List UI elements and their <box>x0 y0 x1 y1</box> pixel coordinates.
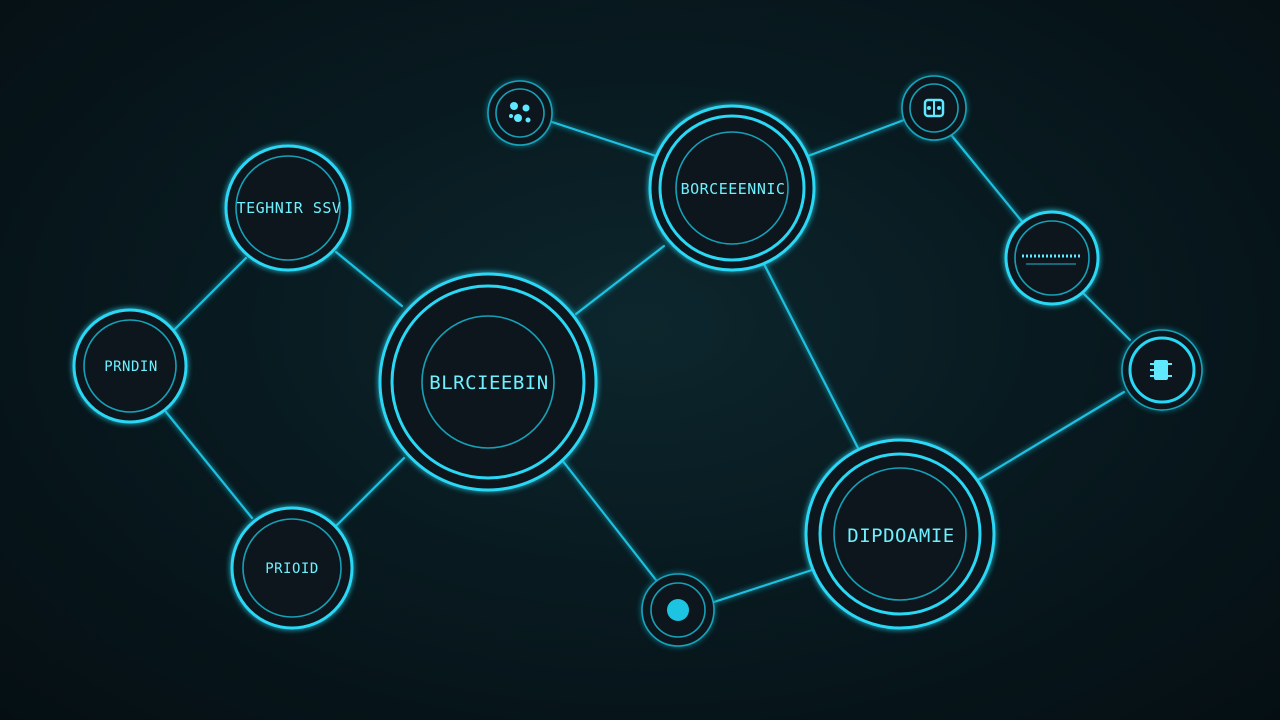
node-center-label: BLRCIEEBIN <box>429 372 548 394</box>
edge-left-topleft <box>170 256 248 334</box>
dot-icon <box>667 599 689 621</box>
node-top-left[interactable]: TEGHNIR SSV <box>224 144 352 272</box>
node-top-left-label: TEGHNIR SSV <box>237 199 342 217</box>
edge-bottomleft-center <box>334 456 406 528</box>
edge-smallright-bottomright <box>976 390 1126 482</box>
node-small-top-right[interactable] <box>901 75 967 141</box>
node-left-label: PRNDIN <box>104 359 158 375</box>
node-bottom-left[interactable]: PRIOID <box>230 506 354 630</box>
edge-topcenter-bottomright <box>762 262 860 450</box>
node-center[interactable]: BLRCIEEBIN <box>378 272 598 492</box>
edge-center-smallbottom <box>560 458 658 582</box>
edge-left-bottomleft <box>164 410 254 520</box>
edge-topleft-center <box>334 250 404 308</box>
node-bottom-left-label: PRIOID <box>265 561 319 577</box>
brain-chip-icon <box>923 98 945 118</box>
edge-rightmiddle-smallright <box>1080 290 1132 342</box>
node-small-bottom[interactable] <box>641 573 715 647</box>
node-bottom-right-label: DIPDOAMIE <box>847 525 954 547</box>
node-left[interactable]: PRNDIN <box>72 308 188 424</box>
edge-smallbottom-bottomright <box>712 568 814 604</box>
node-top-center[interactable]: BORCEEENNIC <box>648 104 816 272</box>
node-top-center-label: BORCEEENNIC <box>681 180 786 198</box>
node-right-middle[interactable] <box>1004 210 1100 306</box>
connections <box>164 118 1132 604</box>
node-small-top-left[interactable] <box>487 80 553 146</box>
gear-cluster-icon <box>509 102 531 123</box>
edge-smalltopright-rightmiddle <box>950 134 1026 226</box>
edge-smalltopleft-topcenter <box>550 120 658 158</box>
chip-icon <box>1150 360 1172 380</box>
node-small-right[interactable] <box>1121 329 1203 411</box>
node-bottom-right[interactable]: DIPDOAMIE <box>804 438 996 630</box>
edge-center-topcenter <box>574 244 666 316</box>
edge-topcenter-smalltopright <box>806 118 906 158</box>
